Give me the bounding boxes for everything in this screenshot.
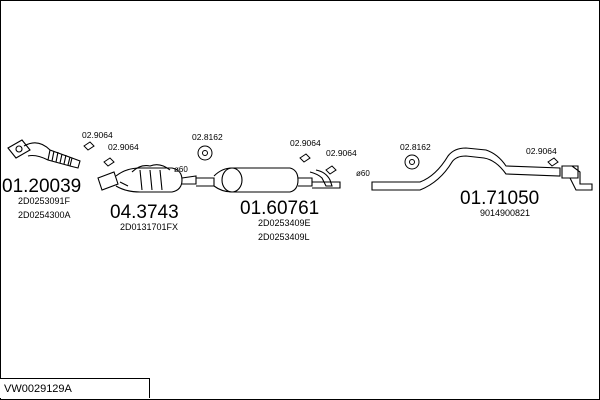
clip-number: 02.9064 [290,138,321,148]
oem-number: 2D0131701FX [120,222,178,232]
rear-pipe-drawing [371,147,593,191]
centre-silencer-drawing [196,167,341,193]
hanger-icon [325,165,337,175]
clip-number: 02.9064 [82,130,113,140]
part-number: 01.20039 [2,176,81,197]
oem-number: 2D0253091F [18,196,71,206]
hanger-icon [299,153,311,163]
diagram-code: VW0029129A [0,378,150,398]
oem-number: 2D0253409E [258,218,311,228]
mounting-ring-icon [197,145,213,161]
part-number: 04.3743 [110,202,179,223]
clip-number: 02.9064 [326,148,357,158]
front-pipe-drawing [7,139,81,169]
clip-number: 02.8162 [400,142,431,152]
diameter-label: ø60 [356,169,370,178]
oem-number: 2D0254300A [18,210,71,220]
diameter-label: ø60 [174,165,188,174]
oem-number: 9014900821 [480,208,530,218]
part-number: 01.60761 [240,198,319,219]
oem-number: 2D0253409L [258,232,310,242]
clip-number: 02.8162 [192,132,223,142]
mounting-ring-icon [404,154,420,170]
clip-icons [83,141,559,175]
hanger-icon [103,157,115,167]
hanger-icon [547,157,559,167]
hanger-icon [83,141,95,151]
part-number: 01.71050 [460,188,539,209]
clip-number: 02.9064 [526,146,557,156]
clip-number: 02.9064 [108,142,139,152]
catalytic-converter-drawing [97,164,197,193]
